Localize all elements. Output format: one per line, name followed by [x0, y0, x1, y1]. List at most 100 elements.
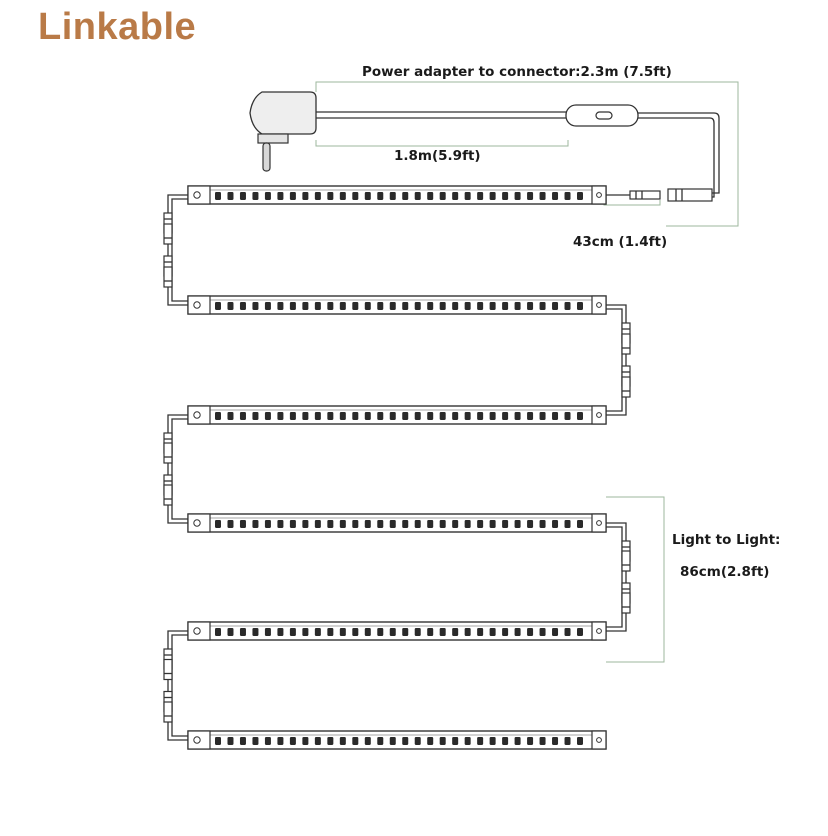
- led-chip: [352, 412, 359, 420]
- led-chip: [227, 737, 234, 745]
- led-chip: [489, 520, 496, 528]
- dim-lead-cable: [603, 200, 661, 206]
- led-chip: [339, 412, 346, 420]
- led-chip: [252, 737, 259, 745]
- led-chip: [439, 302, 446, 310]
- led-chip: [327, 628, 334, 636]
- label-light-to-light-length: 86cm(2.8ft): [680, 564, 769, 580]
- led-chip: [302, 520, 309, 528]
- led-chip: [489, 628, 496, 636]
- led-chip: [252, 412, 259, 420]
- led-chip: [464, 302, 471, 310]
- led-chip: [514, 412, 521, 420]
- led-chip: [514, 737, 521, 745]
- led-chip: [439, 412, 446, 420]
- led-chip: [389, 412, 396, 420]
- led-chip: [414, 302, 421, 310]
- led-chip: [477, 737, 484, 745]
- led-chip: [527, 520, 534, 528]
- led-chip: [539, 192, 546, 200]
- led-chip: [427, 192, 434, 200]
- led-chip: [464, 628, 471, 636]
- led-chip: [564, 412, 571, 420]
- led-chip: [402, 412, 409, 420]
- led-chip: [339, 737, 346, 745]
- led-chip: [464, 737, 471, 745]
- led-chip: [302, 737, 309, 745]
- led-chip: [239, 412, 246, 420]
- led-chip: [252, 628, 259, 636]
- led-strip-icon: [187, 405, 607, 425]
- led-chip: [314, 302, 321, 310]
- led-chip: [539, 302, 546, 310]
- led-chip: [427, 628, 434, 636]
- led-chip: [364, 412, 371, 420]
- led-chip: [514, 302, 521, 310]
- led-chip: [327, 412, 334, 420]
- led-chip: [402, 192, 409, 200]
- led-chip: [539, 520, 546, 528]
- label-light-to-light-title: Light to Light:: [672, 532, 780, 548]
- led-chip: [489, 737, 496, 745]
- led-chip: [364, 520, 371, 528]
- led-chip: [302, 628, 309, 636]
- led-chip: [452, 520, 459, 528]
- led-chip: [227, 520, 234, 528]
- led-chip: [577, 412, 583, 420]
- led-chip: [427, 737, 434, 745]
- led-chip: [439, 628, 446, 636]
- led-chip: [277, 628, 284, 636]
- led-chip: [577, 628, 583, 636]
- dim-light-to-light: [606, 496, 665, 663]
- led-chip: [215, 520, 221, 528]
- led-chip: [289, 628, 296, 636]
- led-chip: [352, 192, 359, 200]
- led-chip: [539, 737, 546, 745]
- led-chip: [452, 412, 459, 420]
- led-chip: [339, 628, 346, 636]
- led-chip: [314, 412, 321, 420]
- led-chip: [302, 192, 309, 200]
- led-chip: [414, 412, 421, 420]
- led-chip: [477, 302, 484, 310]
- led-chip: [239, 302, 246, 310]
- led-chip: [352, 302, 359, 310]
- led-chip: [464, 520, 471, 528]
- led-chip: [577, 737, 583, 745]
- led-chip: [464, 192, 471, 200]
- led-chip: [264, 628, 271, 636]
- led-chip: [289, 520, 296, 528]
- led-chip: [364, 192, 371, 200]
- link-cable: [163, 414, 188, 524]
- led-chip: [215, 192, 221, 200]
- dc-connector-icon: [163, 432, 173, 506]
- led-chip: [239, 520, 246, 528]
- led-chip: [552, 520, 559, 528]
- led-chip: [564, 737, 571, 745]
- led-chip: [427, 520, 434, 528]
- led-chip: [377, 302, 384, 310]
- led-chip: [514, 628, 521, 636]
- led-chip: [552, 737, 559, 745]
- led-chip: [377, 412, 384, 420]
- led-chip: [215, 302, 221, 310]
- link-cable: [606, 522, 631, 632]
- led-chip: [389, 737, 396, 745]
- led-chip: [452, 737, 459, 745]
- led-chip: [402, 302, 409, 310]
- led-chip: [502, 737, 509, 745]
- led-chip: [364, 302, 371, 310]
- led-chip: [439, 520, 446, 528]
- led-chip: [414, 192, 421, 200]
- led-chip: [215, 737, 221, 745]
- led-chip: [402, 520, 409, 528]
- led-chip: [502, 412, 509, 420]
- led-chip: [539, 412, 546, 420]
- link-cable: [163, 630, 188, 741]
- led-chip: [289, 192, 296, 200]
- led-chip: [339, 520, 346, 528]
- dim-adapter-cable: [315, 140, 569, 147]
- led-chip: [364, 737, 371, 745]
- led-chip: [477, 412, 484, 420]
- dim-power-to-connector: [315, 81, 739, 227]
